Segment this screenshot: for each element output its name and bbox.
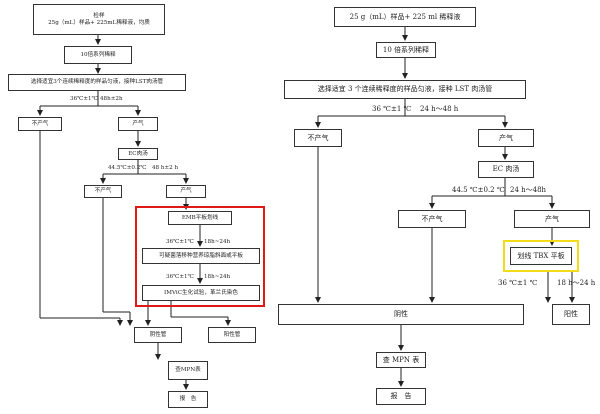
right-cond3-temp: 36 ℃±1 ℃ bbox=[498, 279, 538, 287]
left-positive-box: 阳性管 bbox=[208, 327, 256, 343]
left-cond4-temp: 36℃±1℃ bbox=[166, 274, 194, 280]
right-no-gas-2-box: 不产气 bbox=[398, 210, 466, 228]
left-no-gas-2-box: 不产气 bbox=[84, 185, 122, 198]
left-cond2-temp: 44.5℃±0.2℃ bbox=[108, 165, 147, 171]
left-highlight-red bbox=[135, 206, 265, 307]
left-select-box: 选择适宜3个连续稀释度的样品匀液，接种LST肉汤管 bbox=[8, 74, 186, 91]
left-dilution-box: 10倍系列稀释 bbox=[64, 46, 132, 64]
right-select-box: 选择适宜 3 个连续稀释度的样品匀液，接种 LST 肉汤管 bbox=[284, 80, 526, 99]
left-negative-box: 阴性管 bbox=[134, 327, 182, 343]
right-cond1-temp: 36 ℃±1 ℃ bbox=[372, 105, 412, 113]
right-cond3-time: 18 h～24 h bbox=[557, 279, 596, 287]
left-report-box: 报 告 bbox=[168, 391, 208, 408]
right-ec-box: EC 肉汤 bbox=[478, 161, 534, 178]
right-highlight-yellow bbox=[503, 240, 579, 272]
left-gas-2-box: 产气 bbox=[166, 185, 206, 198]
right-mpn-box: 查 MPN 表 bbox=[376, 352, 426, 368]
left-sample-box: 检样 25g（mL）样品+ 225mL稀释液，均质 bbox=[33, 4, 165, 35]
left-cond3-time: 18h~24h bbox=[204, 239, 231, 245]
right-cond2-time: 24 h～48h bbox=[510, 186, 547, 194]
right-dilution-box: 10 倍系列稀释 bbox=[376, 42, 436, 58]
left-imvic-box: IMViC生化试验，革兰氏染色 bbox=[142, 285, 260, 301]
left-cond1-time: 48h±2h bbox=[100, 96, 123, 102]
left-mpn-box: 查MPN表 bbox=[168, 361, 208, 380]
left-cond3-temp: 36℃±1℃ bbox=[166, 239, 194, 245]
left-cond1-temp: 36℃±1℃ bbox=[70, 96, 98, 102]
left-emb-box: EMB平板划线 bbox=[168, 211, 232, 225]
right-cond1-time: 24 h～48 h bbox=[420, 105, 459, 113]
left-transfer-box: 可疑菌落移种营养琼脂斜面或平板 bbox=[142, 248, 260, 264]
left-gas-1-box: 产气 bbox=[118, 117, 158, 131]
left-cond4-time: 18h~24h bbox=[204, 274, 231, 280]
right-sample-box: 25 g（mL）样品+ 225 ml 稀释液 bbox=[334, 7, 476, 27]
left-cond2-time: 48 h±2 h bbox=[152, 165, 179, 171]
right-gas-2-box: 产气 bbox=[514, 210, 590, 228]
right-cond2-temp: 44.5 ℃±0.2 ℃ bbox=[452, 186, 505, 194]
left-ec-box: EC肉汤 bbox=[118, 148, 158, 160]
left-sample-title: 检样 bbox=[93, 12, 105, 19]
right-gas-1-box: 产气 bbox=[478, 129, 534, 147]
right-positive-box: 阳性 bbox=[552, 304, 590, 325]
left-no-gas-1-box: 不产气 bbox=[18, 117, 62, 131]
right-tbx-box: 划线 TBX 平板 bbox=[510, 247, 572, 265]
right-negative-box: 阴性 bbox=[278, 304, 524, 325]
right-report-box: 报 告 bbox=[376, 388, 426, 405]
right-no-gas-1-box: 不产气 bbox=[294, 129, 342, 147]
left-sample-text: 25g（mL）样品+ 225mL稀释液，均质 bbox=[48, 19, 150, 26]
